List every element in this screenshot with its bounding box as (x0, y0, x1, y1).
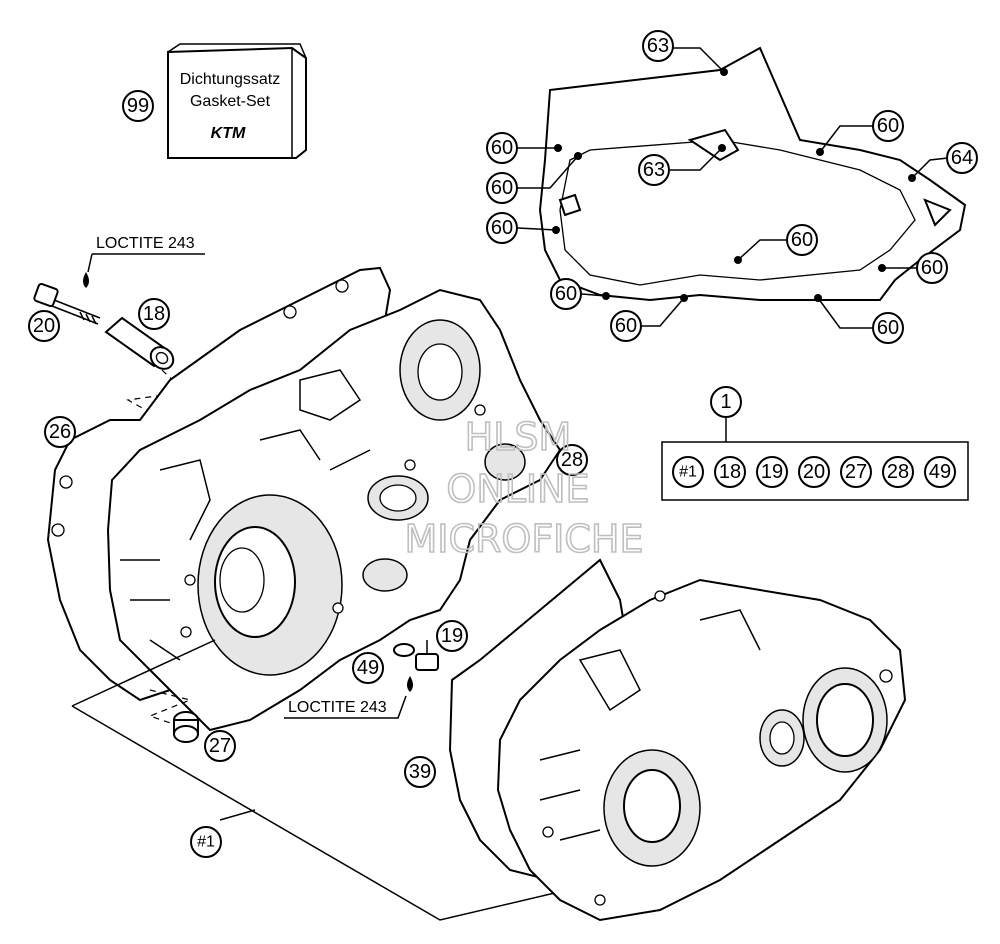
svg-text:49: 49 (929, 461, 951, 483)
callout-28: 28 (556, 444, 588, 476)
svg-text:49: 49 (357, 657, 379, 679)
svg-text:1: 1 (720, 391, 731, 413)
callout-60-b: 60 (486, 172, 518, 204)
svg-text:39: 39 (409, 761, 431, 783)
callout-64: 64 (946, 142, 978, 174)
callout-60-a: 60 (486, 132, 518, 164)
callout-39: 39 (404, 756, 436, 788)
svg-text:28: 28 (561, 449, 583, 471)
callout-1: 1 (710, 386, 742, 418)
svg-text:28: 28 (887, 461, 909, 483)
svg-text:ONLINE: ONLINE (446, 467, 589, 511)
gasket-set-german-label: Dichtungssatz (180, 71, 281, 88)
svg-text:27: 27 (845, 461, 867, 483)
callout-99: 99 (122, 90, 154, 122)
kit-item-28: 28 (882, 456, 914, 488)
bolt-20 (33, 282, 101, 325)
left-crankcase-half (106, 288, 562, 732)
svg-text:60: 60 (491, 217, 513, 239)
callout-60-c: 60 (486, 212, 518, 244)
svg-text:60: 60 (491, 137, 513, 159)
callout-27: 27 (204, 730, 236, 762)
svg-text:#1: #1 (197, 834, 215, 851)
sleeve-18 (104, 316, 175, 370)
gasket-set-english-label: Gasket-Set (190, 93, 271, 110)
callout-60-e: 60 (610, 310, 642, 342)
svg-text:27: 27 (209, 735, 231, 757)
svg-text:99: 99 (127, 95, 149, 117)
callout-63-mid: 63 (638, 154, 670, 186)
callout-hash1: #1 (190, 826, 222, 858)
gasket-set-box: Dichtungssatz Gasket-Set KTM (167, 43, 307, 159)
washer-49 (393, 643, 415, 657)
sleeve-27 (173, 711, 199, 743)
loctite-label-bottom: LOCTITE 243 (284, 695, 407, 719)
svg-text:#1: #1 (679, 464, 697, 481)
svg-text:18: 18 (143, 303, 165, 325)
svg-text:63: 63 (647, 35, 669, 57)
kit-item-20: 20 (798, 456, 830, 488)
svg-text:60: 60 (555, 283, 577, 305)
callout-26: 26 (44, 416, 76, 448)
svg-text:HLSM: HLSM (465, 415, 572, 459)
svg-text:60: 60 (491, 177, 513, 199)
right-crankcase-half (496, 578, 907, 922)
ktm-logo: KTM (211, 125, 246, 142)
loctite-drop-icon (407, 676, 413, 692)
svg-text:LOCTITE 243: LOCTITE 243 (288, 699, 387, 716)
svg-text:63: 63 (643, 159, 665, 181)
callout-60-g: 60 (872, 110, 904, 142)
callout-60-h: 60 (916, 252, 948, 284)
loctite-label-top: LOCTITE 243 (87, 235, 205, 273)
svg-text:20: 20 (33, 315, 55, 337)
svg-text:LOCTITE 243: LOCTITE 243 (96, 235, 195, 252)
kit-item-19: 19 (756, 456, 788, 488)
svg-text:60: 60 (877, 115, 899, 137)
svg-text:60: 60 (791, 229, 813, 251)
callout-19: 19 (436, 620, 468, 652)
svg-text:60: 60 (921, 257, 943, 279)
bolt-19 (415, 640, 439, 671)
kit-item-hash1: #1 (672, 456, 704, 488)
svg-text:19: 19 (441, 625, 463, 647)
callout-18: 18 (138, 298, 170, 330)
svg-text:60: 60 (877, 317, 899, 339)
svg-text:20: 20 (803, 461, 825, 483)
watermark: HLSM ONLINE MICROFICHE (404, 414, 645, 562)
callout-60-f: 60 (786, 224, 818, 256)
svg-text:18: 18 (719, 461, 741, 483)
svg-text:26: 26 (49, 421, 71, 443)
callout-60-i: 60 (872, 312, 904, 344)
kit-item-49: 49 (924, 456, 956, 488)
clutch-cover-gasket (538, 46, 967, 302)
callout-60-d: 60 (550, 278, 582, 310)
kit-item-27: 27 (840, 456, 872, 488)
loctite-drop-icon (83, 272, 89, 288)
callout-49: 49 (352, 652, 384, 684)
callout-20: 20 (28, 310, 60, 342)
svg-text:19: 19 (761, 461, 783, 483)
svg-text:64: 64 (951, 147, 973, 169)
svg-text:60: 60 (615, 315, 637, 337)
svg-text:MICROFICHE: MICROFICHE (404, 517, 643, 561)
callout-63-top: 63 (642, 30, 674, 62)
kit-item-18: 18 (714, 456, 746, 488)
